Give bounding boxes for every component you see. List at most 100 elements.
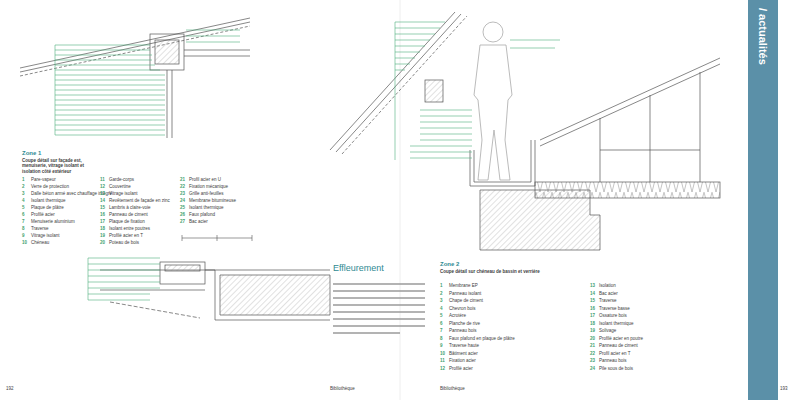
callout-number: 24 [180,198,185,203]
legend-item: Panneau de ciment [599,343,638,348]
leader-lines [88,258,160,300]
legend-item: Vitrage isolant [109,191,137,196]
legend-item: Profilé acier [31,212,55,217]
zone-title: Zone 1 [22,150,41,157]
callout-number: 21 [590,343,595,348]
callout-number: 7 [22,219,25,224]
page-number: 193 [780,386,788,391]
callout-number: 24 [590,366,595,371]
legend-item: Faux plafond [189,212,215,217]
floor-detail [100,262,330,320]
callout-number: 23 [590,358,595,363]
callout-number: 20 [100,240,105,245]
legend-item: Profilé acier en poutre [599,336,643,341]
gutter-section [330,12,720,250]
callout-number: 8 [22,226,25,231]
legend-item: Membrane bitumineuse [189,198,236,203]
legend-item: Isolation [599,283,616,288]
legend-item: Isolant entre poutres [109,226,150,231]
legend-item: Vitrage isolant [31,233,59,238]
legend-item: Bâtiment acier [449,351,478,356]
callout-number: 1 [440,283,443,288]
legend-item: Acrotère [449,313,466,318]
legend-item: Plaque de plâtre [31,205,64,210]
person-silhouette [474,22,512,180]
callout-number: 5 [440,313,443,318]
callout-number: 16 [100,212,105,217]
callout-number: 14 [100,198,105,203]
callout-number: 10 [440,351,445,356]
callout-number: 2 [440,291,443,296]
callout-number: 22 [180,184,185,189]
callout-number: 3 [22,191,25,196]
callout-number: 15 [590,298,595,303]
running-footer: Bibliothèque [330,386,355,391]
callout-number: 6 [440,321,443,326]
callout-number: 12 [100,184,105,189]
callout-number: 14 [590,291,595,296]
section-band: / actualités [748,0,778,400]
legend-item: Pile sous de bois [599,366,633,371]
legend-item: Grille anti-feuilles [189,191,224,196]
legend-item: Lambris à claire-voie [109,205,151,210]
legend-item: Chéneau [31,240,49,245]
legend-item: Garde-corps [109,177,134,182]
callout-number: 7 [440,328,443,333]
callout-number: 12 [440,366,445,371]
callout-number: 13 [100,191,105,196]
legend-item: Panneau isolant [449,291,481,296]
scale-bar [182,235,252,241]
callout-number: 4 [22,198,25,203]
page-fold [400,0,401,400]
legend-item: Revêtement de façade en zinc [109,198,170,203]
callout-number: 11 [440,358,445,363]
legend-item: Faux plafond en plaque de plâtre [449,336,515,341]
legend-item: Solivage [599,328,616,333]
legend-item: Membrane EP [449,283,478,288]
legend-item: Profil acier en T [599,351,630,356]
zone-subtitle: Coupe détail sur façade est, menuiserie,… [22,158,100,174]
callout-number: 10 [22,240,27,245]
running-footer: Bibliothèque [440,386,465,391]
legend-item: Traverse basse [599,306,630,311]
callout-number: 20 [590,336,595,341]
callout-number: 27 [180,219,185,224]
band-title: / actualités [757,8,769,65]
callout-number: 4 [440,306,443,311]
callout-number: 22 [590,351,595,356]
callout-number: 1 [22,177,25,182]
legend-item: Menuiserie aluminium [31,219,75,224]
zone-subtitle: Coupe détail sur chéneau de bassin et ve… [440,269,570,274]
callout-number: 16 [590,306,595,311]
legend-item: Planche de rive [449,321,480,326]
callout-number: 17 [590,313,595,318]
legend-item: Isolant thermique [599,321,634,326]
legend-item: Bac acier [599,291,618,296]
leader-lines [55,30,240,135]
legend-item: Ossature bois [599,313,627,318]
leader-lines [395,22,560,160]
callout-number: 17 [100,219,105,224]
callout-number: 19 [100,233,105,238]
legend-item: Panneau bois [449,328,477,333]
callout-number: 25 [180,205,185,210]
callout-number: 23 [180,191,185,196]
callout-number: 3 [440,298,443,303]
callout-number: 8 [440,336,443,341]
roof-section [20,18,250,138]
callout-number: 13 [590,283,595,288]
legend-item: Panneau de ciment [109,212,148,217]
legend-item: Couvertine [109,184,131,189]
callout-number: 18 [100,226,105,231]
legend-item: Traverse haute [449,343,479,348]
legend-item: Profilé acier en T [109,233,143,238]
callout-number: 15 [100,205,105,210]
paragraph-lines [333,284,425,333]
legend-item: Bac acier [189,219,208,224]
callout-number: 26 [180,212,185,217]
callout-number: 18 [590,321,595,326]
legend-item: Profilé acier [449,366,473,371]
callout-number: 19 [590,328,595,333]
legend-item: Plaque de fixation [109,219,145,224]
legend-item: Chape de ciment [449,298,483,303]
